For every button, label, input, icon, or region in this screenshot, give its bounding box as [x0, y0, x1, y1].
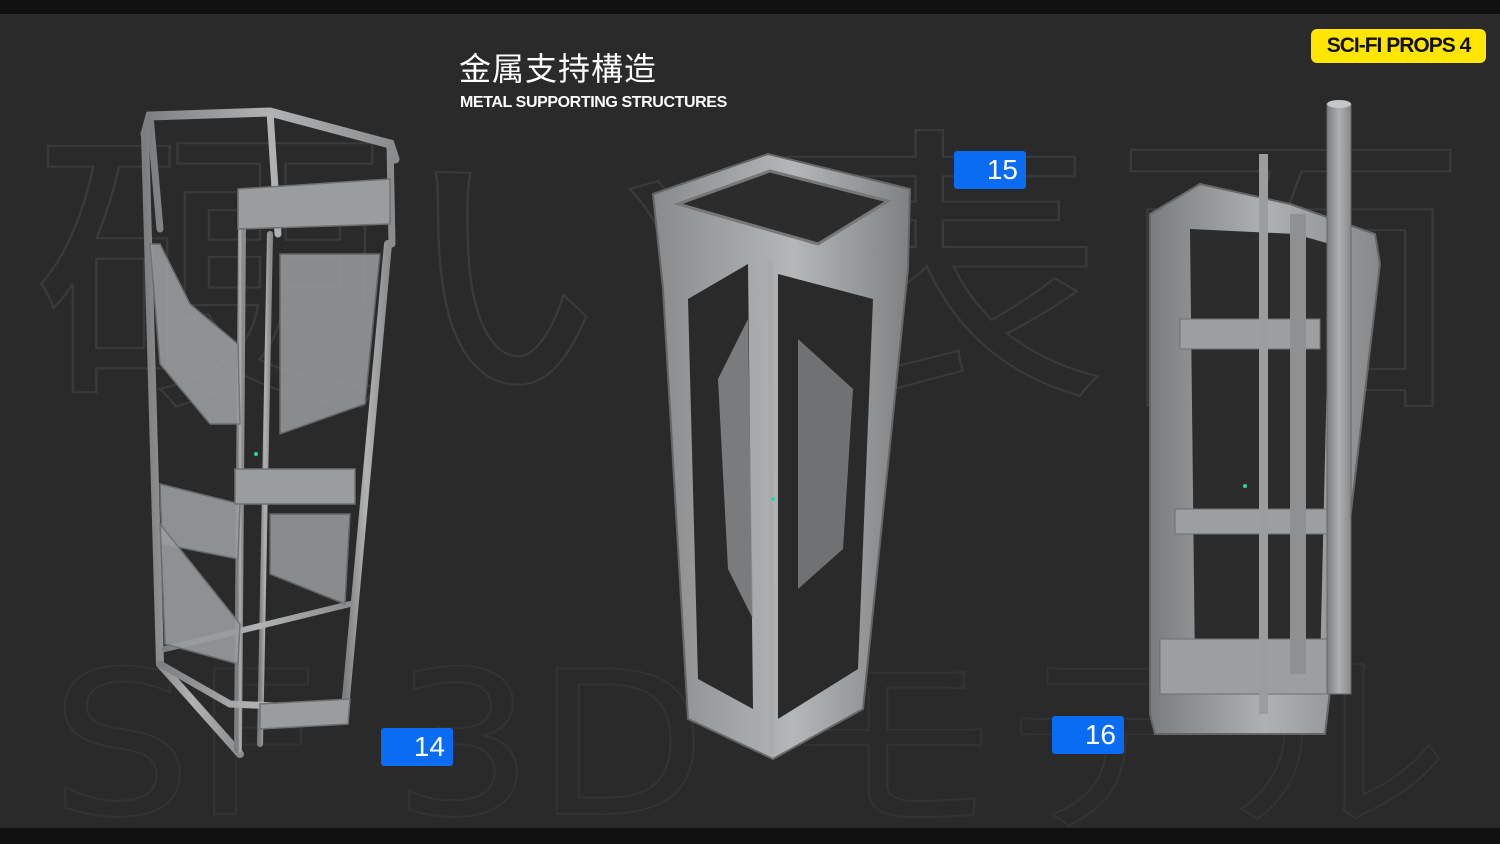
series-badge: SCI-FI PROPS 4: [1311, 29, 1486, 63]
page-title-english: METAL SUPPORTING STRUCTURES: [460, 94, 727, 111]
bottom-letterbox: [0, 828, 1500, 844]
structure-15-render: [651, 152, 912, 761]
structure-14-render: [140, 107, 400, 758]
showcase-canvas: 硬い表面 SF 3D モデル: [0, 14, 1500, 828]
item-number-tag-15: 15: [954, 151, 1026, 189]
item-number-tag-14: 14: [381, 728, 453, 766]
item-number-tag-16: 16: [1052, 716, 1124, 754]
structure-16-render: [1149, 100, 1382, 735]
page-title-japanese: 金属支持構造: [459, 50, 658, 88]
top-letterbox: [0, 0, 1500, 14]
